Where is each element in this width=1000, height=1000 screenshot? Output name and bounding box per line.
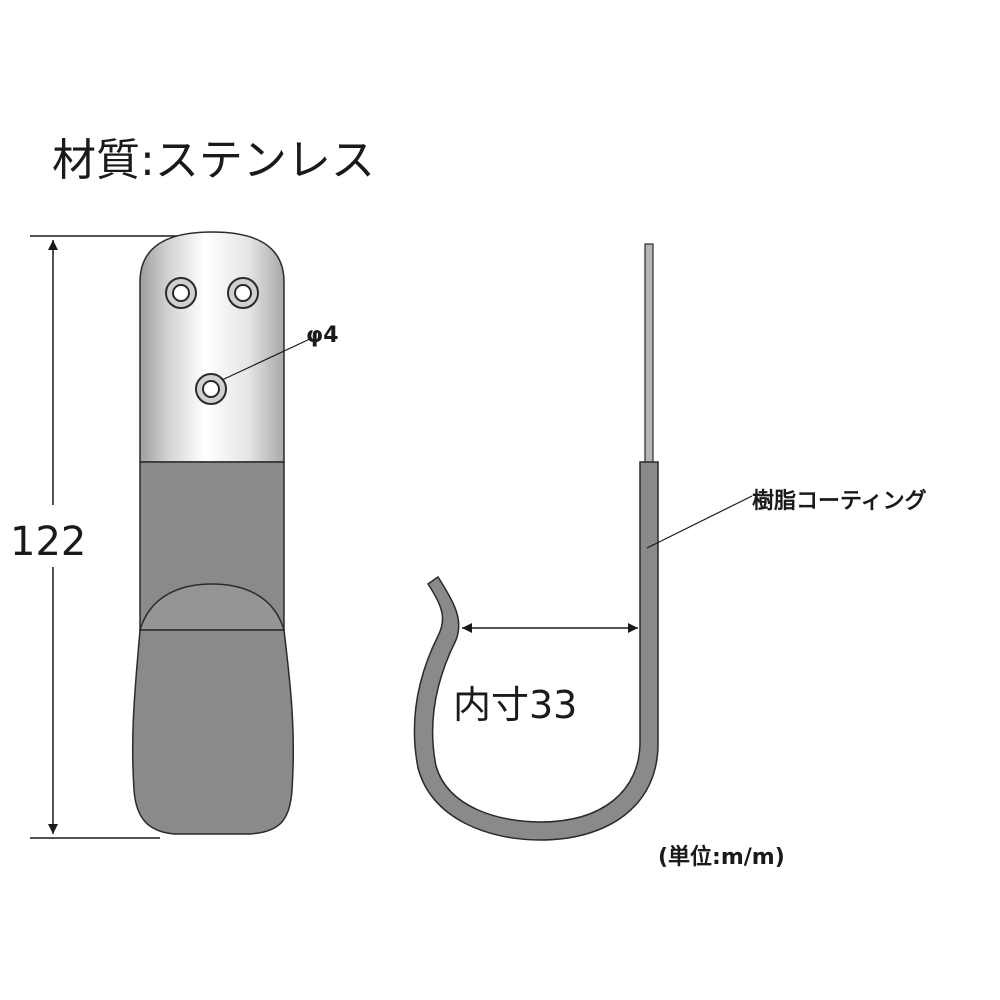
coating-label: 樹脂コーティング [752, 488, 927, 514]
material-label: 材質:ステンレス [52, 135, 375, 186]
inner-dimension-label: 内寸33 [453, 683, 577, 727]
screw-hole-center [195, 373, 227, 405]
hook-side-profile-icon [413, 243, 659, 841]
coating-callout: 樹脂コーティング [646, 488, 927, 549]
hole-diameter-label: φ4 [306, 323, 339, 348]
inner-dimension: 内寸33 [453, 623, 638, 727]
height-dimension-label: 122 [10, 519, 86, 565]
hook-front-view-icon [131, 231, 295, 835]
hole-callout: φ4 [221, 323, 339, 381]
screw-hole-top-left [165, 277, 197, 309]
unit-label: (単位:m/m) [658, 844, 785, 870]
height-dimension: 122 [8, 235, 180, 839]
screw-hole-top-right [227, 277, 259, 309]
